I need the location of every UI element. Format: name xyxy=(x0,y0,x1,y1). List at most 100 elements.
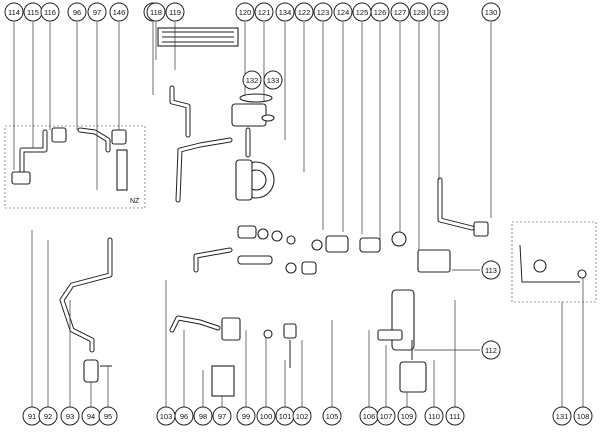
callout-126: 126 xyxy=(370,2,390,22)
callout-number: 128 xyxy=(413,8,426,17)
callout-number: 131 xyxy=(556,412,569,421)
callout-number: 91 xyxy=(28,412,36,421)
callout-circle xyxy=(481,2,501,22)
callout-103: 103 xyxy=(156,406,176,426)
callout-100: 100 xyxy=(256,406,276,426)
callout-number: 122 xyxy=(298,8,311,17)
callout-134: 134 xyxy=(275,2,295,22)
callout-number: 109 xyxy=(401,412,414,421)
callout-131: 131 xyxy=(552,406,572,426)
callout-106: 106 xyxy=(359,406,379,426)
callout-119: 119 xyxy=(165,2,185,22)
callout-circle xyxy=(445,406,465,426)
callout-91: 91 xyxy=(22,406,42,426)
callout-97: 97 xyxy=(87,2,107,22)
callout-circle xyxy=(292,406,312,426)
callout-circle xyxy=(429,2,449,22)
callout-133: 133 xyxy=(263,70,283,90)
callout-circle xyxy=(481,340,501,360)
callout-112: 112 xyxy=(481,340,501,360)
callout-circle xyxy=(481,260,501,280)
callout-number: 113 xyxy=(485,266,497,275)
callout-circle xyxy=(294,2,314,22)
callout-116: 116 xyxy=(40,2,60,22)
callout-110: 110 xyxy=(424,406,444,426)
callout-circle xyxy=(275,2,295,22)
callout-93: 93 xyxy=(60,406,80,426)
callout-number: 132 xyxy=(246,76,259,85)
callout-146: 146 xyxy=(109,2,129,22)
callout-circle xyxy=(109,2,129,22)
callout-circle xyxy=(98,406,118,426)
callout-circle xyxy=(552,406,572,426)
callout-number: 111 xyxy=(449,412,460,421)
callout-number: 99 xyxy=(242,412,250,421)
callout-number: 124 xyxy=(337,8,350,17)
callout-97: 97 xyxy=(212,406,232,426)
callout-122: 122 xyxy=(294,2,314,22)
callout-circle xyxy=(333,2,353,22)
callout-circle xyxy=(397,406,417,426)
callout-96: 96 xyxy=(174,406,194,426)
callout-number: 121 xyxy=(258,8,271,17)
callout-circle xyxy=(409,2,429,22)
callout-circle xyxy=(242,70,262,90)
callout-circle xyxy=(165,2,185,22)
callout-circle xyxy=(322,406,342,426)
callout-123: 123 xyxy=(313,2,333,22)
callout-number: 133 xyxy=(267,76,280,85)
callout-92: 92 xyxy=(38,406,58,426)
callout-layer: 1141151169697146117118119120121134122123… xyxy=(4,2,593,426)
callout-number: 96 xyxy=(73,8,81,17)
pump-head xyxy=(231,103,267,127)
callout-number: 94 xyxy=(87,412,95,421)
callout-circle xyxy=(236,406,256,426)
callout-circle xyxy=(212,406,232,426)
callout-circle xyxy=(370,2,390,22)
callout-95: 95 xyxy=(98,406,118,426)
callout-number: 134 xyxy=(279,8,292,17)
callout-132: 132 xyxy=(242,70,262,90)
callout-101: 101 xyxy=(275,406,295,426)
callout-circle xyxy=(60,406,80,426)
callout-circle xyxy=(573,406,593,426)
callout-96: 96 xyxy=(67,2,87,22)
callout-124: 124 xyxy=(333,2,353,22)
callout-circle xyxy=(313,2,333,22)
callout-number: 118 xyxy=(150,8,162,17)
nz-box-label: NZ xyxy=(130,198,140,205)
callout-number: 101 xyxy=(279,412,292,421)
callout-111: 111 xyxy=(445,406,465,426)
callout-120: 120 xyxy=(235,2,255,22)
callout-128: 128 xyxy=(409,2,429,22)
callout-number: 97 xyxy=(93,8,101,17)
callout-number: 130 xyxy=(485,8,498,17)
callout-number: 102 xyxy=(296,412,309,421)
callout-number: 103 xyxy=(160,412,173,421)
callout-114: 114 xyxy=(4,2,24,22)
callout-108: 108 xyxy=(573,406,593,426)
callout-number: 100 xyxy=(260,412,273,421)
callout-number: 106 xyxy=(363,412,376,421)
callout-circle xyxy=(146,2,166,22)
callout-circle xyxy=(254,2,274,22)
callout-102: 102 xyxy=(292,406,312,426)
callout-number: 98 xyxy=(199,412,207,421)
callout-number: 110 xyxy=(428,412,440,421)
callout-number: 107 xyxy=(380,412,393,421)
callout-circle xyxy=(193,406,213,426)
callout-number: 123 xyxy=(317,8,330,17)
callout-circle xyxy=(67,2,87,22)
callout-number: 114 xyxy=(8,8,20,17)
callout-109: 109 xyxy=(397,406,417,426)
callout-number: 95 xyxy=(104,412,112,421)
callout-number: 116 xyxy=(44,8,56,17)
callout-circle xyxy=(40,2,60,22)
callout-125: 125 xyxy=(352,2,372,22)
callout-121: 121 xyxy=(254,2,274,22)
callout-107: 107 xyxy=(376,406,396,426)
callout-number: 125 xyxy=(356,8,369,17)
callout-number: 105 xyxy=(326,412,339,421)
callout-99: 99 xyxy=(236,406,256,426)
accessory-kit-box xyxy=(511,221,597,303)
